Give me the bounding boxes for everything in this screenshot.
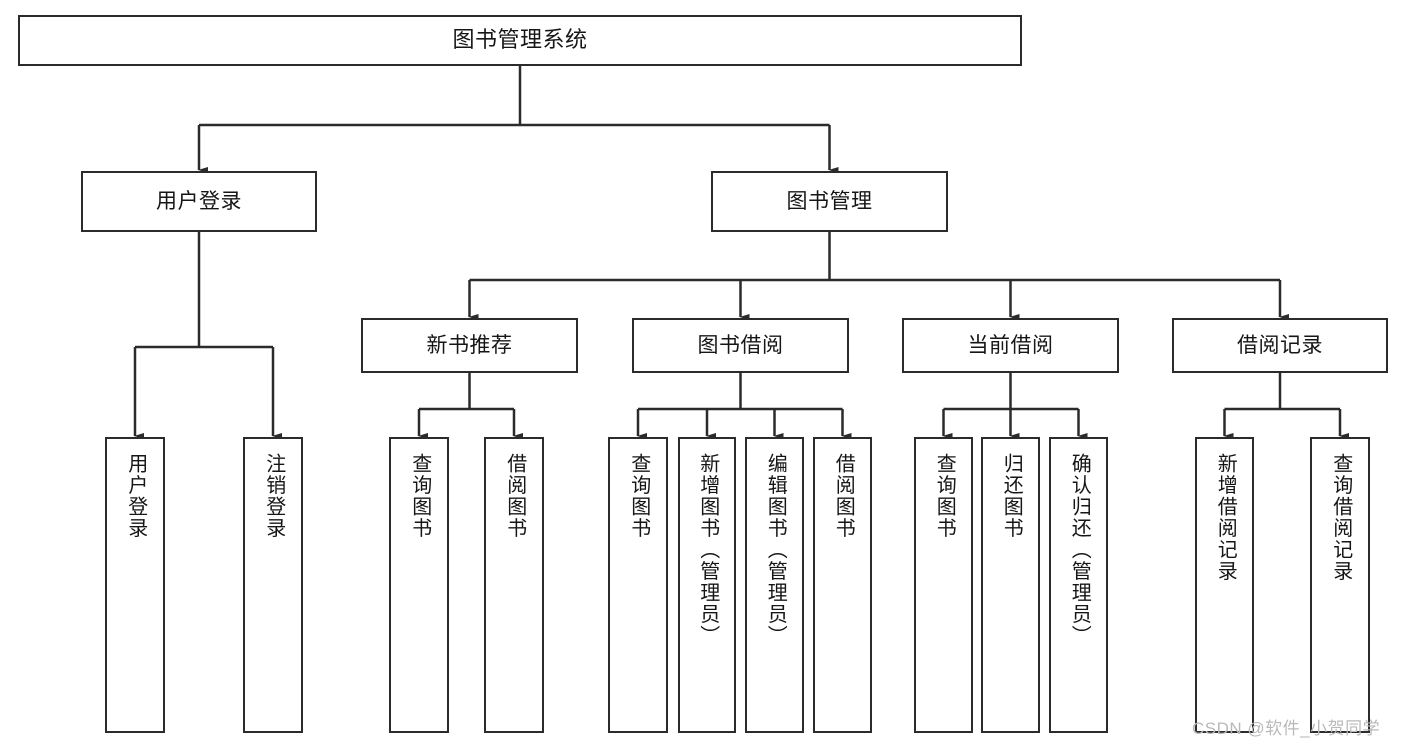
node-label-root: 图书管理系统 [452, 27, 588, 53]
node-label-new-book-rec: 新书推荐 [426, 333, 513, 357]
node-leaf-confirm-return[interactable]: 确认归还（管理员） [1049, 437, 1108, 733]
node-label-leaf-add-record: 新增借阅记录 [1214, 453, 1237, 582]
csdn-watermark: CSDN @软件_小贺同学 [1192, 719, 1381, 738]
node-leaf-borrow-book-1[interactable]: 借阅图书 [484, 437, 544, 733]
node-book-borrow[interactable]: 图书借阅 [632, 318, 849, 373]
node-leaf-logout[interactable]: 注销登录 [243, 437, 303, 733]
edges-group [133, 66, 1349, 439]
node-user-login[interactable]: 用户登录 [81, 171, 317, 232]
node-current-borrow[interactable]: 当前借阅 [902, 318, 1119, 373]
node-label-leaf-confirm-return: 确认归还（管理员） [1068, 453, 1091, 647]
node-label-leaf-query-book-2: 查询图书 [627, 453, 650, 539]
node-root[interactable]: 图书管理系统 [18, 15, 1022, 66]
node-label-leaf-query-book-1: 查询图书 [408, 453, 431, 539]
node-label-leaf-add-book: 新增图书（管理员） [696, 453, 719, 647]
node-borrow-record[interactable]: 借阅记录 [1172, 318, 1388, 373]
node-label-book-manage: 图书管理 [786, 189, 873, 213]
node-label-book-borrow: 图书借阅 [697, 333, 784, 357]
node-leaf-add-book[interactable]: 新增图书（管理员） [678, 437, 736, 733]
node-label-borrow-record: 借阅记录 [1237, 333, 1323, 357]
node-book-manage[interactable]: 图书管理 [711, 171, 948, 232]
node-label-leaf-logout: 注销登录 [262, 453, 285, 539]
node-leaf-edit-book[interactable]: 编辑图书（管理员） [745, 437, 804, 733]
node-label-leaf-query-record: 查询借阅记录 [1329, 453, 1352, 582]
node-label-leaf-borrow-book-1: 借阅图书 [503, 453, 526, 539]
node-leaf-user-login[interactable]: 用户登录 [105, 437, 165, 733]
node-leaf-query-book-3[interactable]: 查询图书 [914, 437, 973, 733]
node-leaf-query-book-2[interactable]: 查询图书 [608, 437, 668, 733]
node-label-leaf-edit-book: 编辑图书（管理员） [764, 453, 787, 647]
node-label-leaf-user-login: 用户登录 [124, 453, 147, 539]
node-new-book-rec[interactable]: 新书推荐 [361, 318, 578, 373]
node-leaf-borrow-book-2[interactable]: 借阅图书 [813, 437, 872, 733]
node-leaf-add-record[interactable]: 新增借阅记录 [1195, 437, 1254, 733]
node-leaf-query-book-1[interactable]: 查询图书 [389, 437, 449, 733]
node-label-leaf-query-book-3: 查询图书 [933, 453, 956, 539]
node-leaf-return-book[interactable]: 归还图书 [981, 437, 1040, 733]
node-label-user-login: 用户登录 [156, 189, 242, 213]
node-label-leaf-return-book: 归还图书 [1000, 453, 1023, 539]
node-label-current-borrow: 当前借阅 [967, 333, 1054, 357]
node-leaf-query-record[interactable]: 查询借阅记录 [1310, 437, 1370, 733]
node-label-leaf-borrow-book-2: 借阅图书 [832, 453, 855, 539]
